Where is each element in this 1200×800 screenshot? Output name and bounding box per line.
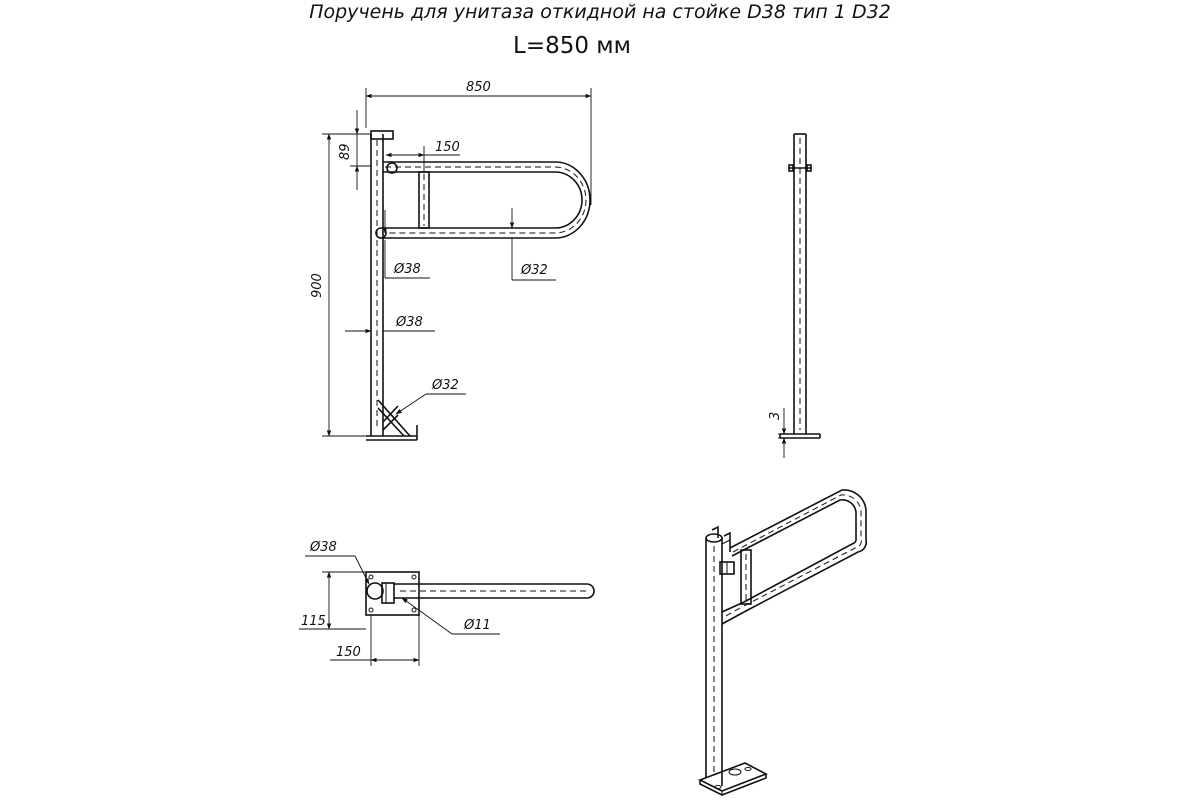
drawing-title: Поручень для унитаза откидной на стойке … — [309, 1, 891, 23]
dim-d38-top: Ø38 — [309, 540, 337, 555]
front-view — [366, 130, 591, 441]
top-view — [365, 571, 595, 616]
top-dimensions: Ø38 115 150 Ø11 — [299, 540, 500, 666]
dim-115: 115 — [301, 614, 326, 629]
dim-900: 900 — [310, 273, 325, 298]
dim-850: 850 — [466, 80, 491, 95]
dim-d32-a: Ø32 — [520, 263, 548, 278]
dim-d32-b: Ø32 — [431, 378, 459, 393]
length-label: L=850 мм — [513, 33, 631, 59]
dim-3: 3 — [768, 412, 783, 420]
isometric-view — [698, 489, 868, 796]
dim-89: 89 — [338, 143, 353, 160]
side-dimensions: 3 — [768, 408, 794, 458]
front-dimensions: 850 89 900 150 Ø38 — [310, 80, 592, 437]
side-view — [779, 133, 821, 439]
dim-d11: Ø11 — [463, 618, 491, 633]
dim-d38-a: Ø38 — [393, 262, 421, 277]
dim-150: 150 — [435, 140, 460, 155]
dim-150-top: 150 — [336, 645, 361, 660]
dim-d38-b: Ø38 — [395, 315, 423, 330]
